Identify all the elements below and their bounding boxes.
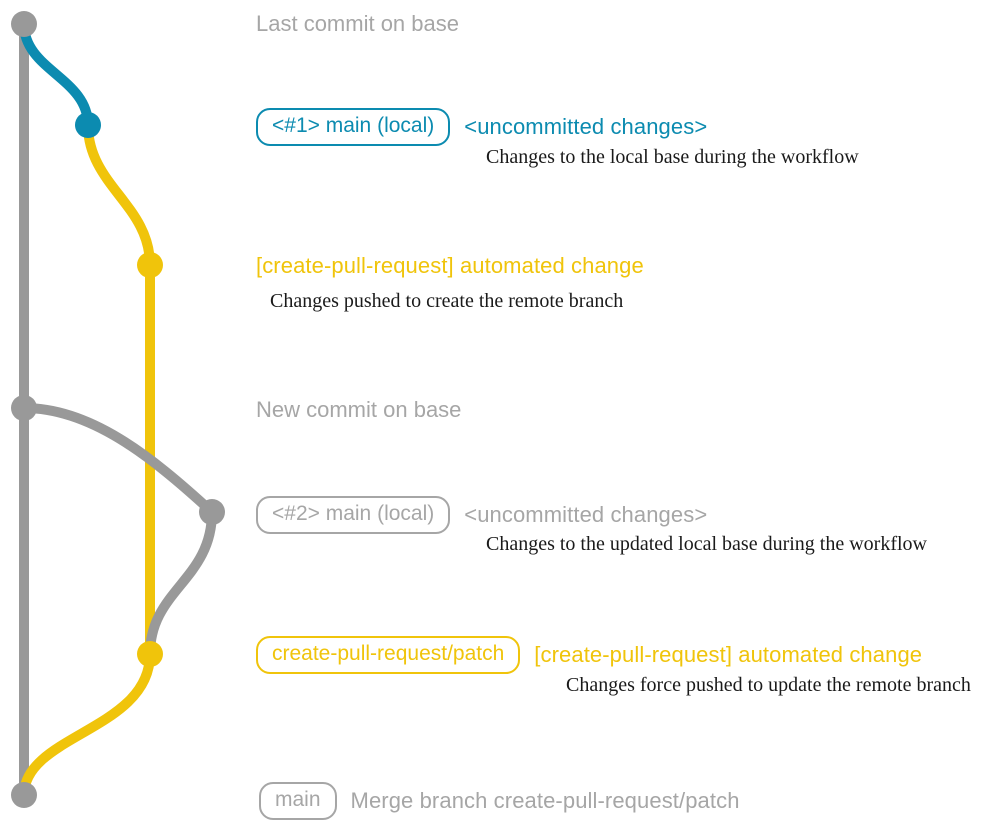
commit-description-automated-change-1: Changes pushed to create the remote bran… [270,290,624,312]
commit-subject-local-main-2: <uncommitted changes> [464,502,708,528]
row-automated-change-2: create-pull-request/patch [create-pull-r… [256,636,923,675]
branch-pill-local-main-2[interactable]: <#2> main (local) [256,496,451,535]
commit-subject-local-main-1: <uncommitted changes> [464,114,708,140]
row-last-commit-on-base: Last commit on base [256,11,459,37]
row-new-commit-on-base: New commit on base [256,397,461,423]
node-base-head [11,11,37,37]
merge-line [19,649,155,800]
local-branch-line-1 [19,19,93,130]
row-local-main-1: <#1> main (local) <uncommitted changes> [256,108,708,147]
row-local-main-2: <#2> main (local) <uncommitted changes> [256,496,708,535]
commit-description-automated-change-2: Changes force pushed to update the remot… [566,674,971,696]
branch-pill-create-pull-request-patch[interactable]: create-pull-request/patch [256,636,521,675]
commit-description-local-main-2: Changes to the updated local base during… [486,533,927,555]
node-patch-commit-2 [137,641,163,667]
local-branch-line-2 [19,403,217,517]
commit-subject-merge-commit: Merge branch create-pull-request/patch [350,788,740,814]
row-merge-commit: main Merge branch create-pull-request/pa… [259,782,740,821]
local-to-patch-line [145,507,217,659]
branch-pill-local-main-1[interactable]: <#1> main (local) [256,108,451,147]
node-patch-commit-1 [137,252,163,278]
node-local-commit-2 [199,499,225,525]
commit-subject-automated-change-1: [create-pull-request] automated change [256,253,644,278]
node-local-commit-1 [75,112,101,138]
heading-new-commit-on-base: New commit on base [256,397,462,422]
row-automated-change-1: [create-pull-request] automated change [256,253,644,279]
heading-last-commit-on-base: Last commit on base [256,11,459,36]
node-merge-commit [11,782,37,808]
commit-subject-automated-change-2: [create-pull-request] automated change [534,642,923,668]
node-base-new-commit [11,395,37,421]
commit-description-local-main-1: Changes to the local base during the wor… [486,146,859,168]
branch-pill-main[interactable]: main [259,782,337,821]
